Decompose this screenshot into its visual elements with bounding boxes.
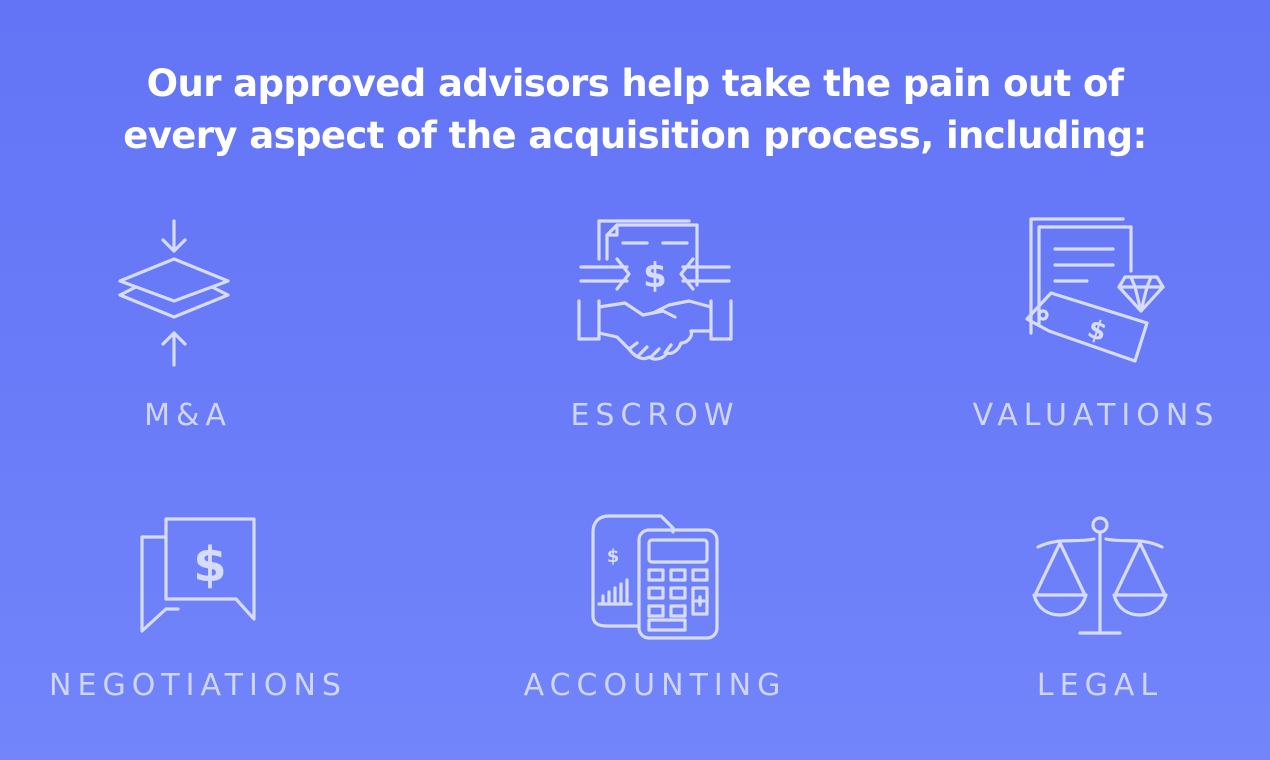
headline: Our approved advisors help take the pain… xyxy=(0,58,1270,162)
service-accounting: $ ACCOUNTING xyxy=(505,512,805,712)
service-label-escrow: ESCROW xyxy=(570,398,740,433)
service-escrow: $ ESCROW xyxy=(505,215,805,445)
handshake-dollar-icon: $ xyxy=(577,219,733,361)
service-label-negotiations: NEGOTIATIONS xyxy=(49,668,347,703)
service-mna: M&A xyxy=(38,215,338,445)
service-label-valuations: VALUATIONS xyxy=(972,398,1220,433)
headline-line-1: Our approved advisors help take the pain… xyxy=(146,62,1124,105)
svg-text:$: $ xyxy=(607,546,620,567)
headline-line-2: every aspect of the acquisition process,… xyxy=(123,114,1147,157)
speech-bubbles-dollar-icon: $ xyxy=(140,517,256,633)
calculator-document-icon: $ xyxy=(591,514,719,640)
svg-text:$: $ xyxy=(193,537,226,593)
service-label-mna: M&A xyxy=(144,398,232,433)
svg-text:$: $ xyxy=(643,256,667,296)
service-label-accounting: ACCOUNTING xyxy=(523,668,787,703)
price-tag-diamond-icon: $ xyxy=(1025,217,1165,363)
service-negotiations: $ NEGOTIATIONS xyxy=(48,515,348,715)
layers-merge-icon xyxy=(118,219,230,367)
scales-of-justice-icon xyxy=(1032,516,1168,635)
service-valuations: $ VALUATIONS xyxy=(946,215,1246,445)
svg-text:$: $ xyxy=(1084,314,1110,348)
service-legal: LEGAL xyxy=(950,515,1250,715)
service-label-legal: LEGAL xyxy=(1036,668,1164,703)
